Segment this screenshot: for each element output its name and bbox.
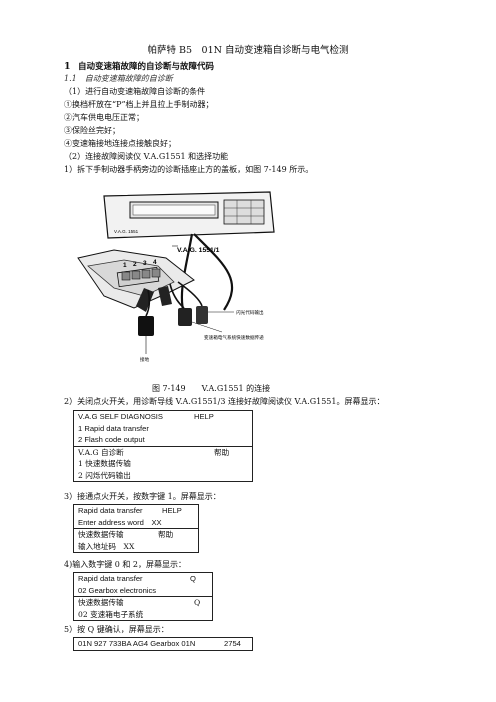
pin-number: 2 — [133, 261, 137, 268]
display-row: V.A.G 自诊断帮助 — [74, 445, 252, 459]
text-line: 4)输入数字键 0 和 2，屏幕显示： — [64, 560, 187, 569]
text-line: ②汽车供电电压正常； — [64, 113, 144, 122]
callout-ground: 接地 — [140, 356, 150, 363]
section-label: 自动变速箱故障的自诊断与故障代码 — [78, 62, 215, 72]
display-row: 2 Flash code output — [78, 435, 145, 444]
text-line: ④变速箱接地连接点接触良好； — [64, 139, 176, 148]
display-row: 1 Rapid data transfer — [78, 423, 149, 433]
text-line: （2）连接故障阅读仪 V.A.G1551 和选择功能 — [64, 152, 229, 161]
text-line: 5）按 Q 键确认，屏幕显示： — [64, 625, 169, 634]
page-title: 帕萨特 B5 01N 自动变速箱自诊断与电气检测 — [147, 45, 349, 56]
text-line: 1）拆下手制动器手柄旁边的诊断插座止方的盖板，如图 7-149 所示。 — [64, 165, 314, 174]
tester-device: V.A.G. 1551 — [103, 191, 275, 239]
display-row: 输入地址码 XX — [78, 541, 135, 551]
pin-number: 3 — [143, 260, 147, 267]
display-row: 2 闪烁代码输出 — [78, 470, 131, 480]
display-row: 快速数据传输帮助 — [74, 528, 198, 541]
pin-number: 1 — [123, 262, 127, 269]
section-heading-1: 1 自动变速箱故障的自诊断与故障代码 — [64, 62, 214, 72]
subsection-heading: 1.1 自动变速箱故障的自诊断 — [64, 74, 173, 83]
text-line: ③保险丝完好； — [64, 126, 120, 135]
connectors — [136, 281, 208, 354]
text-line: ①换档杆放在“P”档上并且拉上手制动器； — [64, 100, 214, 109]
callout-rapid-transfer: 变速箱电气系统快速数据传递 — [204, 334, 264, 341]
connection-figure: V.A.G. 1551 V.A.G. 1551/1 1 2 3 4 闪光代码输出… — [74, 188, 296, 374]
display-row: Enter address word XX — [78, 517, 162, 527]
text-line: 2）关闭点火开关，用诊断导线 V.A.G1551/3 连接好故障阅读仪 V.A.… — [64, 397, 385, 406]
device-label: V.A.G. 1551/1 — [177, 247, 220, 254]
vag-label: V.A.G. 1551 — [114, 229, 139, 234]
text-line: （1）进行自动变速箱故障自诊断的条件 — [64, 87, 206, 96]
figure-caption: 图 7-149 V.A.G1551 的连接 — [152, 384, 271, 393]
display-row: 1 快速数据传输 — [78, 459, 131, 468]
section-number: 1 — [64, 61, 71, 72]
callout-flash-code: 闪光代码输出 — [236, 309, 264, 316]
display-row: 02 Gearbox electronics — [78, 585, 157, 595]
display-row: 02 变速箱电子系统 — [78, 609, 144, 619]
text-line: 3）接通点火开关，按数字键 1。屏幕显示： — [64, 492, 221, 501]
pin-number: 4 — [153, 259, 157, 266]
